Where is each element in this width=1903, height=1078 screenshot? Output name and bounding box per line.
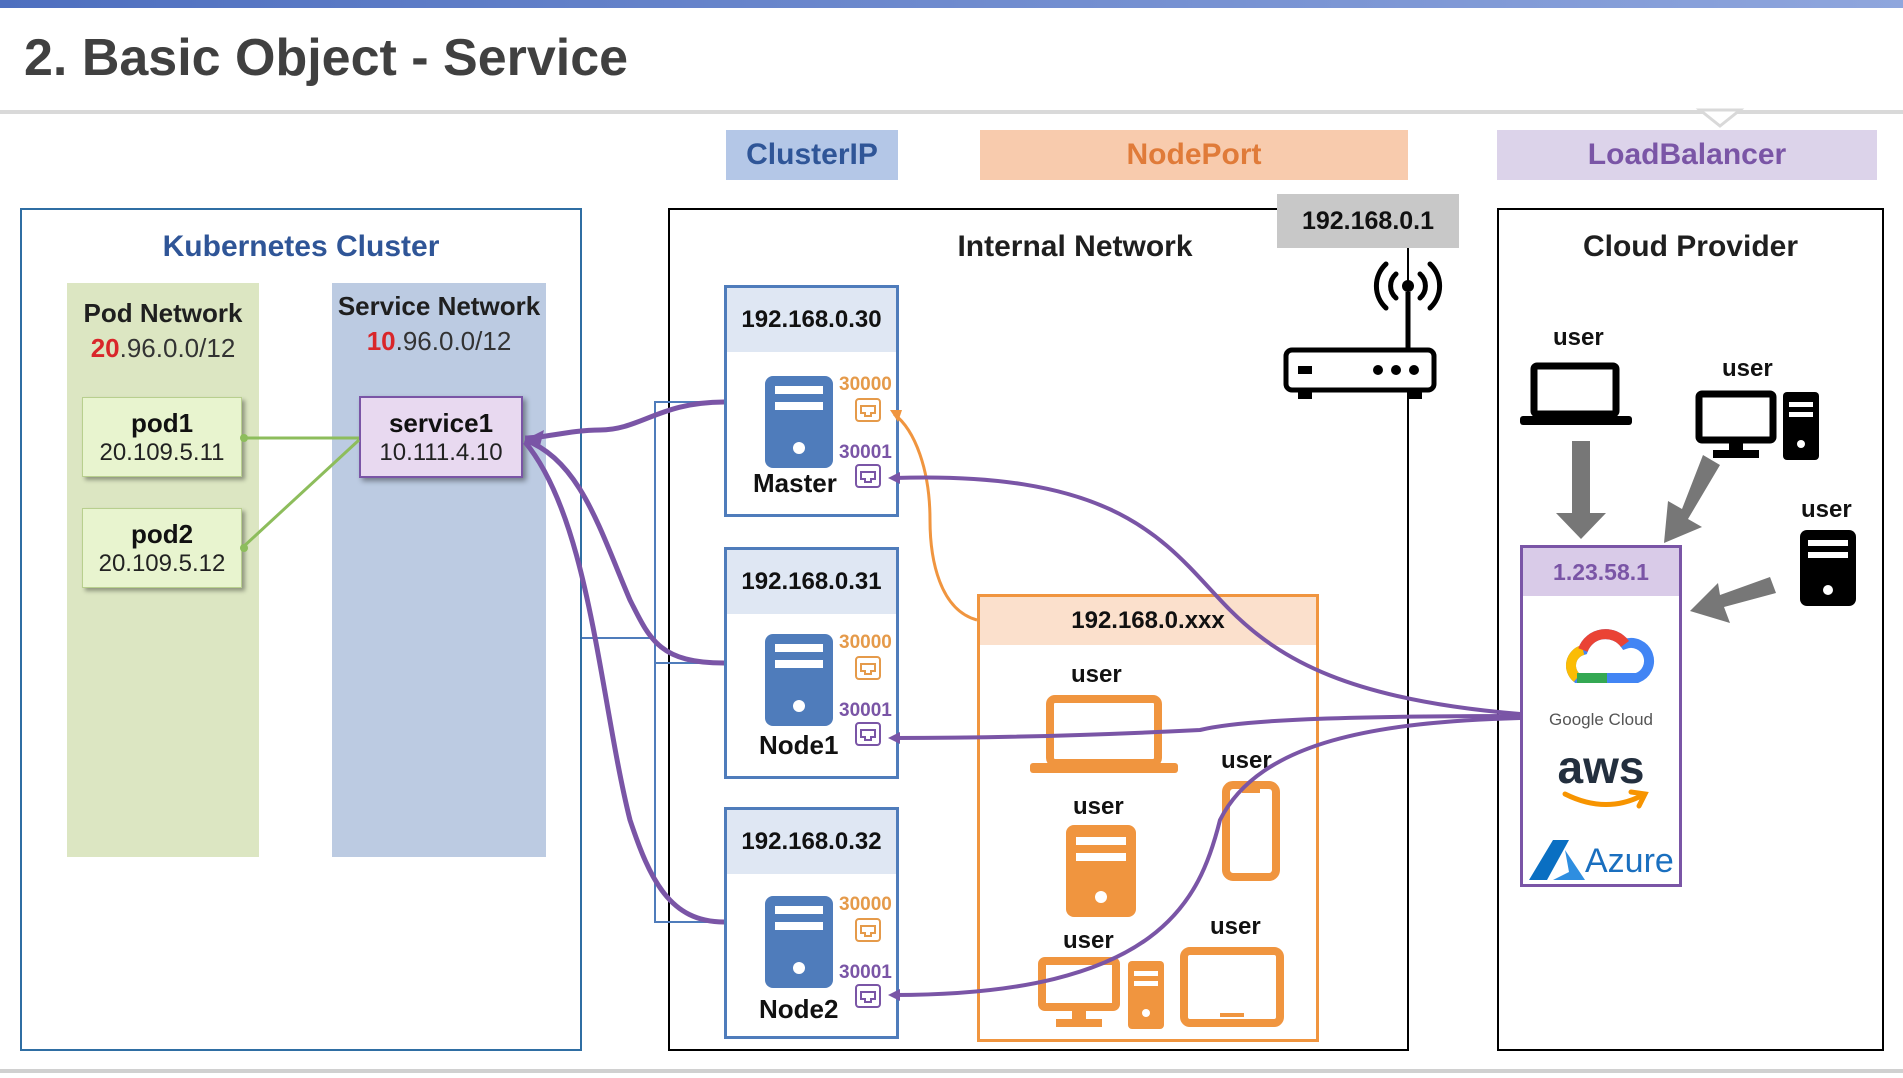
tag-nodeport: NodePort — [980, 130, 1408, 180]
service-ip: 10.111.4.10 — [379, 438, 503, 466]
port-30000-label: 30000 — [839, 894, 892, 915]
port-30000-label: 30000 — [839, 632, 892, 653]
ethernet-port-icon — [855, 464, 881, 488]
service-network-title: Service Network — [337, 291, 541, 321]
node-name: Master — [753, 468, 837, 498]
pod-name: pod2 — [130, 518, 194, 549]
tablet-icon — [1180, 947, 1284, 1027]
node-ip: 192.168.0.32 — [727, 810, 896, 874]
azure-icon — [1529, 840, 1585, 880]
cloud-provider-title: Cloud Provider — [1582, 230, 1799, 263]
pod-ip: 20.109.5.12 — [98, 549, 226, 577]
laptop-icon — [1520, 362, 1632, 425]
ethernet-port-icon — [855, 984, 881, 1008]
title-divider — [0, 110, 1903, 114]
internal-network-title: Internal Network — [957, 230, 1193, 263]
smartphone-icon — [1222, 781, 1280, 881]
user-label: user — [1071, 661, 1122, 688]
router-icon — [1283, 261, 1443, 399]
service-cidr-highlight: 10 — [366, 326, 396, 356]
ethernet-port-icon — [855, 656, 881, 680]
desktop-tower-icon — [1066, 825, 1136, 917]
port-30001-label: 30001 — [839, 700, 892, 721]
gateway-ip: 192.168.0.1 — [1277, 194, 1459, 248]
pod-box[interactable]: pod2 20.109.5.12 — [82, 508, 242, 588]
node-ip: 192.168.0.31 — [727, 550, 896, 614]
lan-box: 192.168.0.xxx user user user user user — [977, 594, 1319, 1042]
port-30001-label: 30001 — [839, 442, 892, 463]
aws-label: aws — [1557, 741, 1645, 793]
node-ip: 192.168.0.30 — [727, 288, 896, 352]
port-30001-label: 30001 — [839, 962, 892, 983]
node2[interactable]: 192.168.0.32 30000 30001 Node2 — [724, 807, 899, 1039]
arrow-diagonal-icon — [1664, 455, 1720, 543]
user-label: user — [1221, 747, 1272, 774]
arrow-down-icon — [1556, 441, 1606, 539]
service-network-column — [332, 283, 546, 857]
top-accent-bar — [0, 0, 1903, 8]
user-traffic-arrows — [1556, 441, 1776, 623]
pod-cidr-rest: .96.0.0/12 — [119, 333, 236, 363]
master-node[interactable]: 192.168.0.30 30000 30001 Master — [724, 285, 899, 517]
user-label: user — [1210, 913, 1261, 940]
node-name: Node1 — [759, 730, 839, 760]
google-cloud-icon — [1566, 629, 1654, 683]
server-icon — [765, 634, 833, 726]
pod-network-title: Pod Network — [83, 298, 243, 328]
lan-ip: 192.168.0.xxx — [980, 597, 1316, 645]
kubernetes-cluster-title: Kubernetes Cluster — [162, 230, 440, 263]
laptop-icon — [1030, 695, 1178, 773]
port-30000-label: 30000 — [839, 374, 892, 395]
server-icon — [765, 896, 833, 988]
service-box[interactable]: service1 10.111.4.10 — [359, 396, 523, 478]
tag-loadbalancer: LoadBalancer — [1497, 130, 1877, 180]
service-network-cidr: 10.96.0.0/12 — [332, 326, 546, 357]
user-label: user — [1553, 324, 1604, 351]
user-label: user — [1801, 496, 1852, 523]
ethernet-port-icon — [855, 918, 881, 942]
service-cidr-rest: .96.0.0/12 — [395, 326, 512, 356]
pod-box[interactable]: pod1 20.109.5.11 — [82, 397, 242, 477]
pod-ip: 20.109.5.11 — [99, 438, 225, 466]
desktop-pc-icon — [1695, 390, 1819, 460]
azure-label: Azure — [1585, 842, 1674, 880]
google-cloud-label: Google Cloud — [1549, 710, 1653, 729]
user-label: user — [1722, 355, 1773, 382]
user-label: user — [1063, 927, 1114, 954]
service-name: service1 — [388, 407, 494, 438]
page-title: 2. Basic Object - Service — [24, 29, 629, 87]
pod-network-cidr: 20.96.0.0/12 — [67, 333, 259, 364]
user-label: user — [1073, 793, 1124, 820]
desktop-pc-icon — [1038, 957, 1164, 1029]
callout-notch — [1695, 108, 1745, 128]
tag-clusterip: ClusterIP — [726, 130, 898, 180]
pod-cidr-highlight: 20 — [90, 333, 120, 363]
pod-name: pod1 — [130, 407, 194, 438]
lb-ip: 1.23.58.1 — [1523, 548, 1679, 596]
node1[interactable]: 192.168.0.31 30000 30001 Node1 — [724, 547, 899, 779]
ethernet-port-icon — [855, 398, 881, 422]
server-icon — [765, 376, 833, 468]
load-balancer-box[interactable]: 1.23.58.1 Google Cloud aws Azure — [1520, 545, 1682, 887]
node-name: Node2 — [759, 994, 839, 1024]
bottom-divider — [0, 1069, 1903, 1073]
desktop-tower-icon — [1800, 530, 1856, 606]
ethernet-port-icon — [855, 722, 881, 746]
aws-smile-icon — [1562, 789, 1649, 809]
arrow-left-icon — [1690, 577, 1776, 623]
